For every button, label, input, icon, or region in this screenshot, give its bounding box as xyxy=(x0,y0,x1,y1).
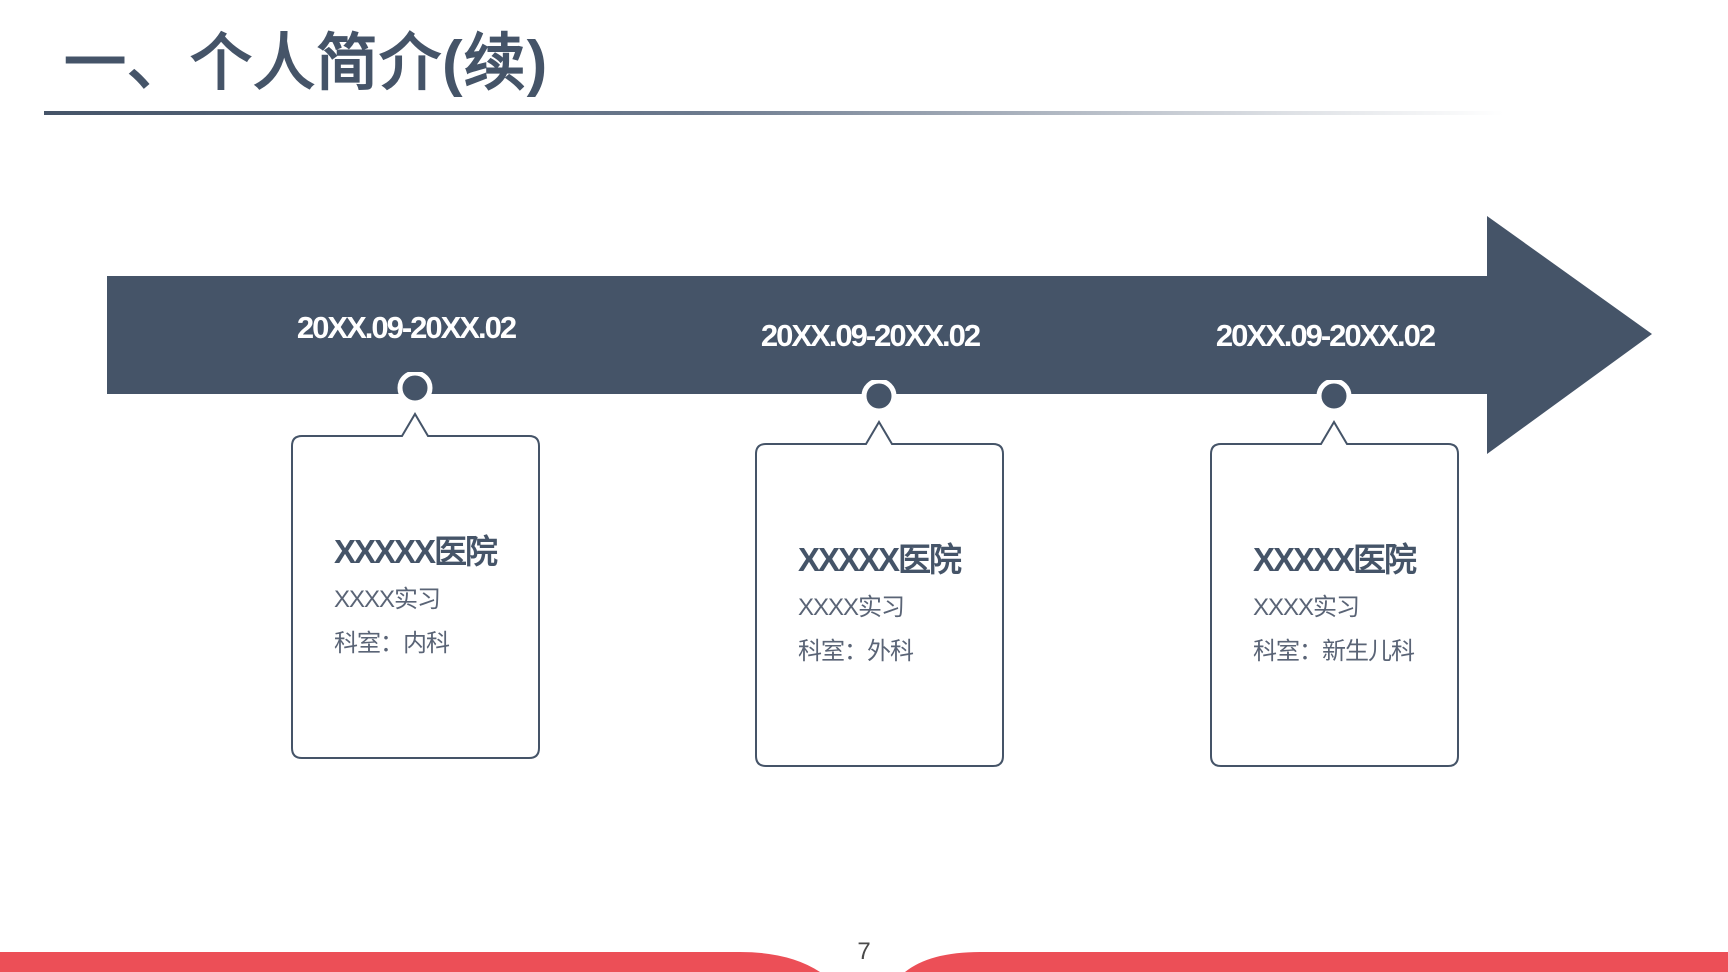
timeline-date-2: 20XX.09-20XX.02 xyxy=(760,318,981,353)
card-frame xyxy=(755,380,1004,767)
card-frame xyxy=(1210,380,1459,767)
card-hospital: XXXXX医院 xyxy=(334,533,498,570)
card-role: XXXX实习 xyxy=(798,594,905,621)
timeline-date-1: 20XX.09-20XX.02 xyxy=(296,310,517,345)
slide-title: 一、个人简介(续) xyxy=(64,29,549,98)
page-number: 7 xyxy=(857,938,871,965)
footer-band xyxy=(0,952,1728,972)
timeline-card-2: XXXXX医院 XXXX实习 科室：外科 xyxy=(754,380,1005,768)
timeline-card-1: XXXXX医院 XXXX实习 科室：内科 xyxy=(290,372,541,760)
card-hospital: XXXXX医院 xyxy=(1253,541,1417,578)
card-role: XXXX实习 xyxy=(1253,594,1360,621)
timeline-node-1 xyxy=(397,372,433,406)
timeline-card-3: XXXXX医院 XXXX实习 科室：新生儿科 xyxy=(1209,380,1460,768)
title-underline xyxy=(44,111,1504,115)
timeline-arrow xyxy=(107,216,1652,454)
timeline-date-3: 20XX.09-20XX.02 xyxy=(1215,318,1436,353)
card-frame xyxy=(291,372,540,759)
card-department: 科室：新生儿科 xyxy=(1253,638,1415,665)
timeline-node-2 xyxy=(861,380,897,414)
card-department: 科室：外科 xyxy=(798,638,914,665)
card-role: XXXX实习 xyxy=(334,586,441,613)
card-hospital: XXXXX医院 xyxy=(798,541,962,578)
timeline-node-3 xyxy=(1316,380,1352,414)
card-department: 科室：内科 xyxy=(334,630,450,657)
